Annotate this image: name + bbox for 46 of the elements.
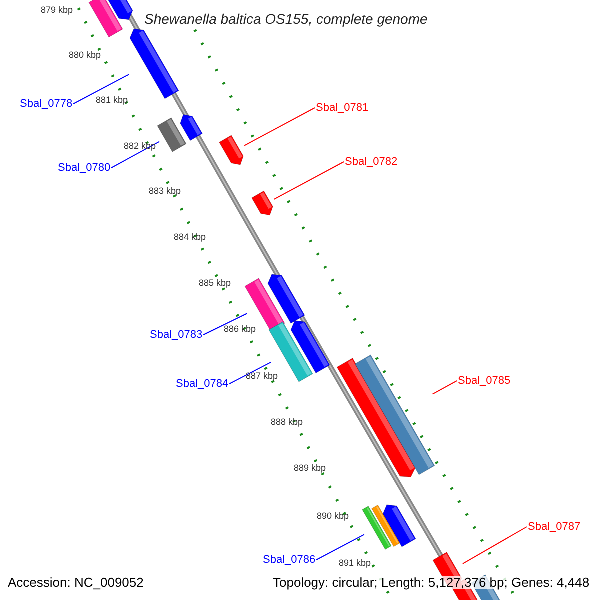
leader-line: [229, 362, 272, 384]
scale-label: 884 kbp: [174, 232, 206, 242]
gene-block: [268, 274, 306, 324]
gene-label: Sbal_0782: [345, 156, 398, 168]
leader-line: [274, 162, 344, 200]
gene-block: [382, 504, 416, 548]
gene-block: [362, 506, 392, 550]
scale-label: 886 kbp: [224, 324, 256, 334]
gene-block: [130, 28, 180, 100]
gene-label: Sbal_0787: [528, 522, 581, 532]
scale-label: 879 kbp: [41, 6, 74, 14]
gene-block: [88, 0, 124, 38]
accession-text: Accession: NC_009052: [8, 576, 144, 588]
leader-line: [73, 74, 130, 104]
leader-line: [316, 534, 365, 560]
scale-label: 891 kbp: [339, 558, 372, 568]
gene-label: Sbal_0783: [150, 330, 203, 340]
leader-line: [203, 313, 248, 336]
scale-label: 888 kbp: [271, 418, 304, 426]
gene-block: [336, 358, 416, 478]
diagram-title: Shewanella baltica OS155, complete genome: [144, 12, 428, 26]
gene-label: Sbal_0784: [176, 378, 229, 390]
gene-block: [180, 114, 203, 141]
gene-block: [106, 0, 134, 20]
gene-label: Sbal_0781: [316, 102, 369, 114]
leader-line: [244, 108, 316, 146]
scale-label: 885 kbp: [199, 278, 232, 288]
gene-label: Sbal_0780: [58, 162, 111, 174]
leader-line: [462, 526, 528, 564]
gene-label: Sbal_0778: [20, 98, 73, 110]
gene-block: [354, 354, 436, 476]
gene-block: [157, 118, 187, 152]
leader-line: [432, 380, 458, 395]
scale-label: 883 kbp: [149, 186, 182, 196]
gene-block: [290, 320, 330, 374]
gene-block: [372, 504, 400, 548]
scale-label: 881 kbp: [96, 96, 128, 104]
leader-line: [111, 141, 160, 168]
scale-label: 889 kbp: [294, 464, 326, 472]
gene-block: [219, 135, 244, 166]
gene-label: Sbal_0786: [263, 554, 316, 566]
scale-label: 880 kbp: [69, 50, 102, 60]
gene-block: [252, 190, 274, 216]
scale-label: 887 kbp: [246, 372, 278, 380]
gene-label: Sbal_0785: [458, 376, 511, 386]
scale-label: 890 kbp: [317, 512, 350, 520]
